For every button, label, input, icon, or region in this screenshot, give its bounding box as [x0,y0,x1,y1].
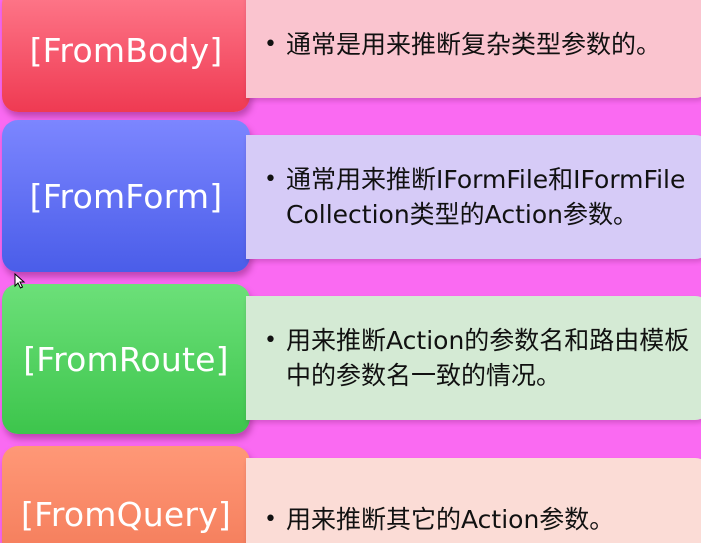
bullet-icon: • [264,167,277,192]
bullet-item: • 用来推断其它的Action参数。 [264,502,697,537]
bullet-item: • 通常用来推断IFormFile和IFormFileCollection类型的… [264,162,697,232]
mouse-pointer-icon [14,273,26,289]
bullet-icon: • [264,31,277,57]
label-fromform: [FromForm] [2,120,250,272]
bullet-icon: • [264,507,277,532]
description-frombody: • 通常是用来推断复杂类型参数的。 [246,0,701,98]
label-fromquery: [FromQuery] [2,446,250,543]
description-fromquery: • 用来推断其它的Action参数。 [246,458,701,543]
bullet-icon: • [264,328,277,353]
description-text: 用来推断Action的参数名和路由模板中的参数名一致的情况。 [286,326,690,390]
description-text: 用来推断其它的Action参数。 [286,505,615,534]
label-frombody: [FromBody] [2,0,250,112]
description-fromroute: • 用来推断Action的参数名和路由模板中的参数名一致的情况。 [246,296,701,420]
description-text: 通常用来推断IFormFile和IFormFileCollection类型的Ac… [286,165,686,229]
label-fromroute: [FromRoute] [2,284,250,434]
bullet-item: • 用来推断Action的参数名和路由模板中的参数名一致的情况。 [264,323,697,393]
description-text: 通常是用来推断复杂类型参数的。 [286,29,662,59]
bullet-item: • 通常是用来推断复杂类型参数的。 [264,27,697,62]
description-fromform: • 通常用来推断IFormFile和IFormFileCollection类型的… [246,135,701,259]
